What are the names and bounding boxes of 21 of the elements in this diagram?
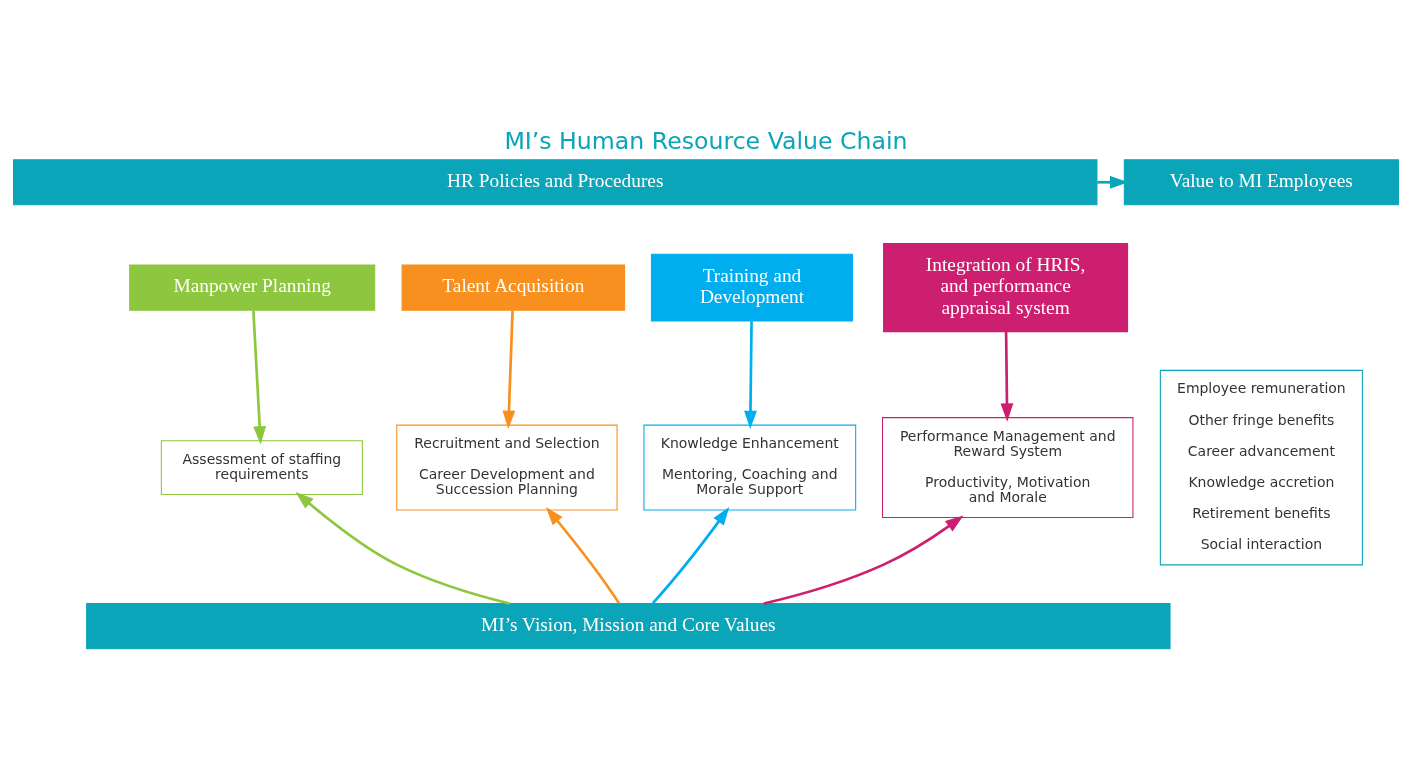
node-box: HR Policies and Procedures	[13, 159, 1098, 206]
node-box: Employee remuneration Other fringe benefits Career advancement Knowledge accretion Retirement benefits Social interaction	[1159, 369, 1363, 566]
node-box: Recruitment and Selection Career Development and Succession Planning	[396, 424, 618, 511]
node-box: Assessment of staffing requirements	[160, 440, 363, 495]
node-box: Manpower Planning	[129, 264, 376, 311]
node-box: Integration of HRIS, and performance appraisal system	[883, 243, 1129, 333]
arrow	[502, 310, 516, 429]
arrow	[763, 515, 964, 605]
node-box: MI’s Vision, Mission and Core Values	[86, 603, 1171, 650]
arrow	[545, 507, 620, 604]
node-box: Training and Development	[650, 253, 853, 322]
arrow	[252, 310, 267, 445]
arrow	[295, 491, 510, 605]
arrow	[651, 506, 730, 605]
arrow	[744, 321, 757, 430]
node-box: Performance Management and Reward System Productivity, Motivation and Morale	[882, 417, 1134, 519]
arrow	[1000, 331, 1014, 422]
node-box: Knowledge Enhancement Mentoring, Coaching and Morale Support	[643, 424, 857, 511]
diagram-title: MI’s Human Resource Value Chain	[504, 126, 908, 155]
node-box: Value to MI Employees	[1123, 159, 1399, 206]
node-box: Talent Acquisition	[401, 264, 626, 311]
